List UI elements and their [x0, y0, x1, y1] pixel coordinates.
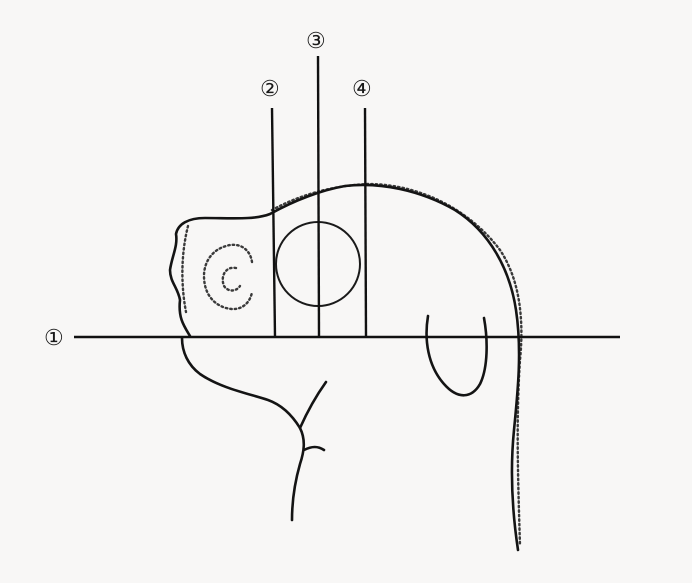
section-line-4 [365, 108, 366, 337]
otic-pit [427, 316, 487, 395]
marker-3: ③ [306, 29, 326, 54]
head-upper-contour [170, 185, 519, 550]
pharyngeal-arch [300, 382, 326, 428]
head-outline [170, 185, 519, 550]
marker-4: ④ [352, 77, 372, 102]
neck-branch [304, 447, 324, 450]
head-lower-contour [182, 338, 304, 520]
marker-2: ② [260, 77, 280, 102]
section-line-2 [272, 108, 275, 337]
section-line-3 [318, 56, 319, 337]
marker-1: ① [44, 326, 64, 351]
nasal-placode [204, 245, 252, 309]
